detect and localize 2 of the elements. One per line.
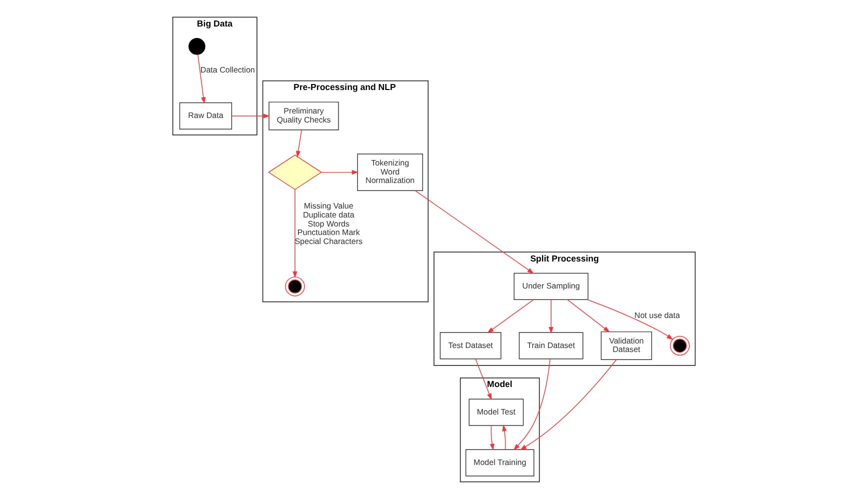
edge-label: Not use data (634, 310, 680, 320)
edge-label: Data Collection (200, 66, 255, 75)
